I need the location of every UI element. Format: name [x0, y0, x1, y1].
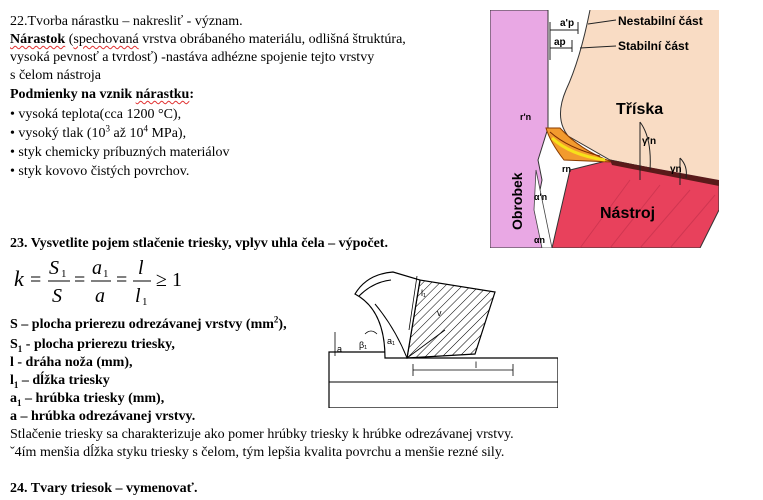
label-gamma-n: γn	[670, 164, 682, 175]
term-narastok: Nárastok	[10, 32, 66, 47]
chip-compression-diagram: l₁ v a₁ β₁ a l	[325, 270, 558, 408]
q23-title: 23. Vysvetlite pojem stlačenie triesky, …	[10, 236, 388, 251]
chip-compression-formula: k = S 1 S = a 1 a = l l 1 ≥ 1	[14, 257, 182, 308]
svg-text:=: =	[116, 269, 127, 291]
q22-bullet-temperature: • vysoká teplota(cca 1200 °C),	[10, 107, 182, 122]
label-alpha-n: αn	[534, 235, 545, 245]
label-l1: l₁	[421, 288, 426, 298]
label-alpha-n-prime: α'n	[534, 192, 547, 202]
svg-text:≥ 1: ≥ 1	[156, 269, 182, 291]
svg-text:1: 1	[61, 268, 67, 280]
svg-text:=: =	[30, 269, 41, 291]
label-r-n: rn	[562, 164, 571, 174]
def-S1: S1 - plocha prierezu triesky,	[10, 337, 175, 354]
q23-paragraph-2: ˇ4ím menšia dĺžka styku triesky s čelom,…	[10, 445, 505, 460]
label-chip: Tříska	[616, 101, 663, 118]
q24-title: 24. Tvary triesok – vymenovať.	[10, 481, 198, 496]
q22-title: 22.Tvorba nárastku – nakresliť - význam.	[10, 14, 243, 29]
svg-text:l: l	[135, 285, 141, 307]
q22-bullet-pressure: • vysoký tlak (103 až 104 MPa),	[10, 123, 187, 141]
svg-text:S: S	[49, 257, 59, 279]
label-ap: ap	[554, 37, 566, 48]
label-gamma-n-prime: γ'n	[642, 136, 656, 147]
q22-bullet-chemistry: • styk chemicky príbuzných materiálov	[10, 145, 230, 160]
svg-text:S: S	[52, 285, 62, 307]
def-l1: l1 – dĺžka triesky	[10, 373, 110, 390]
built-up-edge-diagram: a'p ap Nestabilní část Stabilní část Tří…	[490, 10, 719, 248]
q22-conditions-title: Podmienky na vznik nárastku:	[10, 87, 194, 102]
label-unstable-part: Nestabilní část	[618, 14, 703, 28]
word-spechovana: spechovaná	[73, 32, 139, 47]
def-a: a – hrúbka odrezávanej vrstvy.	[10, 409, 196, 424]
label-workpiece: Obrobek	[509, 172, 525, 230]
label-beta1: β₁	[359, 340, 367, 350]
svg-text:1: 1	[142, 296, 148, 308]
label-a1: a₁	[387, 336, 395, 346]
svg-text:l: l	[138, 257, 144, 279]
q22-definition-line1: Nárastok (spechovaná vrstva obrábaného m…	[10, 32, 406, 47]
q22-bullet-clean-surfaces: • styk kovovo čistých povrchov.	[10, 164, 190, 179]
def-S: S – plocha prierezu odrezávanej vrstvy (…	[10, 314, 287, 332]
def-l: l - dráha noža (mm),	[10, 355, 133, 370]
def-a1: a1 – hrúbka triesky (mm),	[10, 391, 165, 408]
svg-text:a: a	[92, 257, 102, 279]
label-l: l	[475, 360, 477, 370]
svg-text:=: =	[74, 269, 85, 291]
q22-definition-line3: s čelom nástroja	[10, 68, 101, 83]
svg-text:1: 1	[103, 268, 109, 280]
label-v: v	[437, 308, 442, 318]
svg-text:a: a	[95, 285, 105, 307]
svg-text:k: k	[14, 266, 25, 291]
label-stable-part: Stabilní část	[618, 39, 689, 53]
label-tool: Nástroj	[600, 205, 655, 222]
label-r-n-prime: r'n	[520, 112, 531, 122]
label-a: a	[337, 344, 342, 354]
q23-paragraph-1: Stlačenie triesky sa charakterizuje ako …	[10, 427, 514, 442]
label-ap-prime: a'p	[560, 18, 574, 29]
q22-definition-line2: vysoká pevnosť a tvrdosť) -nastáva adhéz…	[10, 50, 375, 65]
